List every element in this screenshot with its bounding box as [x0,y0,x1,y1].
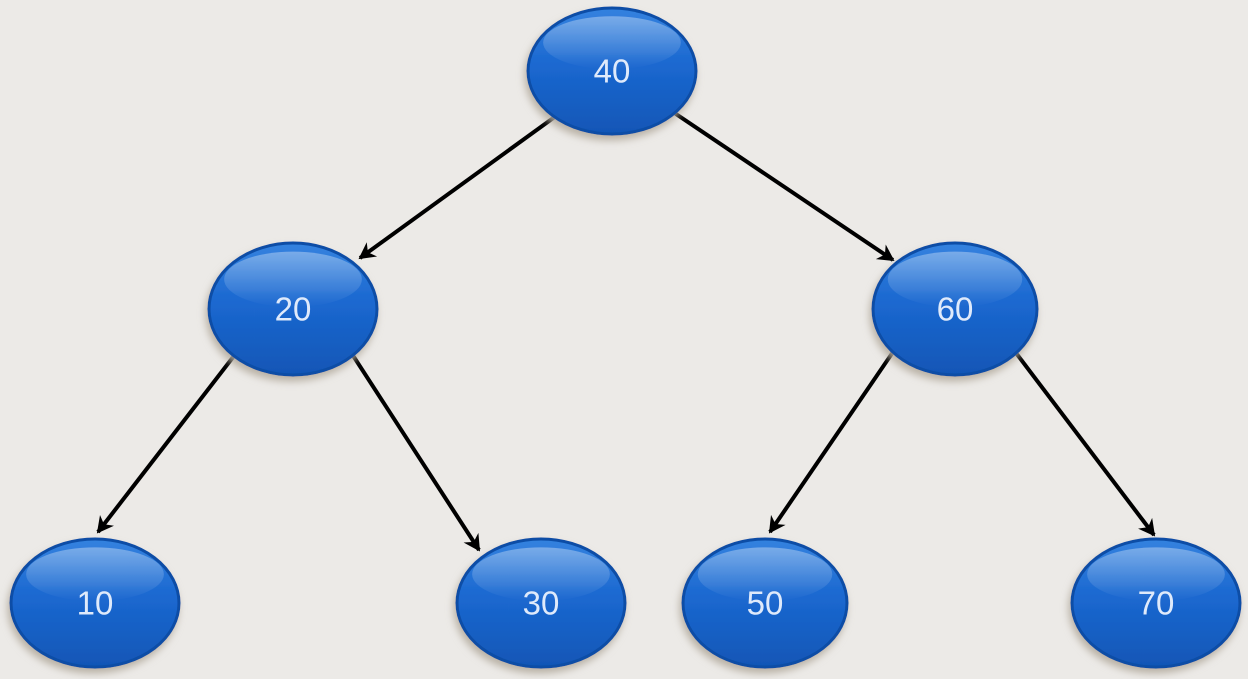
node-label-50: 50 [747,585,784,622]
tree-node-60: 60 [871,241,1039,377]
tree-edge-20-10 [96,350,239,534]
node-gloss-highlight [697,547,833,602]
node-label-30: 30 [523,585,560,622]
nodes-layer: 40 20 60 10 30 50 70 [9,6,1242,669]
tree-node-20: 20 [207,241,379,377]
node-label-10: 10 [77,585,114,622]
node-gloss-highlight [887,251,1023,308]
node-label-60: 60 [937,291,974,328]
node-label-70: 70 [1138,585,1175,622]
tree-node-30: 30 [455,537,627,669]
node-gloss-highlight [472,547,610,602]
tree-node-50: 50 [681,537,849,669]
tree-edge-40-60 [671,110,895,262]
tree-edge-20-30 [350,352,481,552]
tree-node-40: 40 [526,6,698,136]
tree-edge-60-50 [768,350,895,534]
node-label-20: 20 [275,291,312,328]
node-gloss-highlight [1087,547,1225,602]
edges-layer [96,110,1156,552]
node-label-40: 40 [594,53,631,90]
node-gloss-highlight [26,547,164,602]
tree-edge-40-20 [358,114,558,260]
tree-edge-60-70 [1014,351,1156,537]
tree-node-70: 70 [1070,537,1242,669]
node-gloss-highlight [543,16,681,70]
node-gloss-highlight [224,251,362,308]
tree-node-10: 10 [9,537,181,669]
